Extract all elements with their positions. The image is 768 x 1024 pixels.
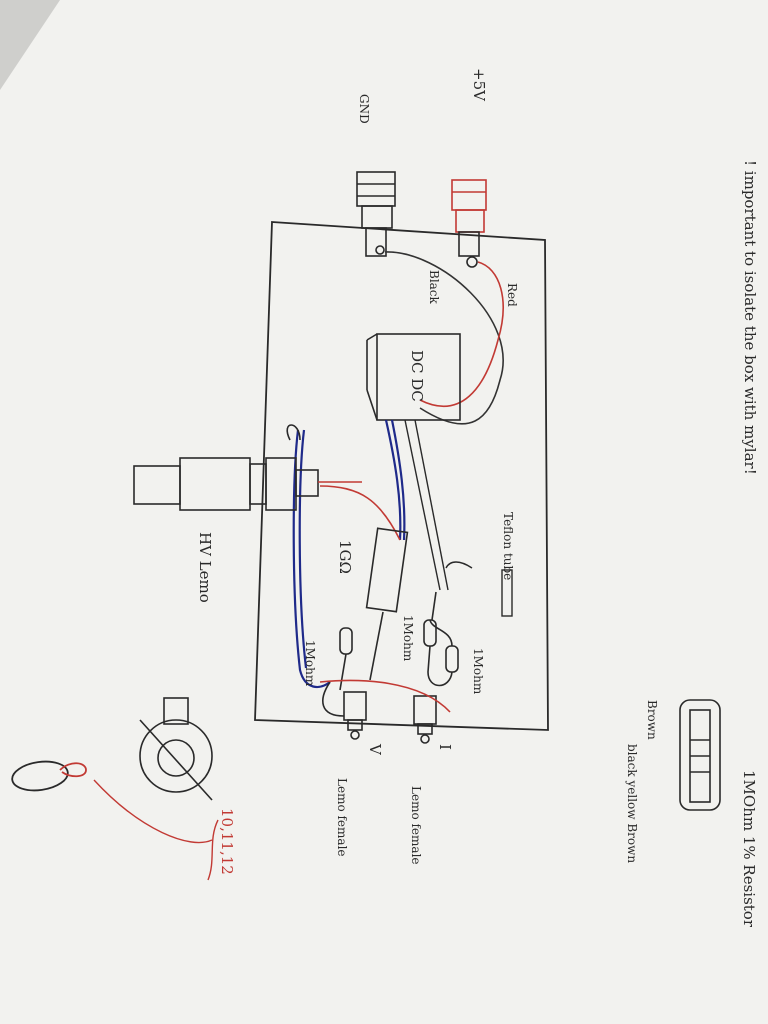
gnd-label: GND	[357, 94, 371, 124]
pin-arrow	[93, 779, 213, 844]
resistor-1mohm-icon	[339, 591, 459, 691]
blue-hv-wire	[292, 419, 406, 689]
band-brown-label: Brown	[645, 700, 659, 740]
hv-lemo-label: HV Lemo	[196, 532, 214, 603]
red-wire	[419, 261, 504, 407]
isolate-note: ! important to isolate the box with myla…	[741, 160, 759, 475]
red-wire-label: Red	[505, 283, 519, 307]
pin-brace	[207, 819, 219, 881]
pins-label: 10,11,12	[218, 808, 236, 875]
paper-shadow	[0, 0, 60, 90]
enclosure-box	[254, 221, 549, 731]
hv-lemo-connector-icon	[133, 424, 362, 511]
r-1mohm-label-c: 1Mohm	[471, 648, 485, 695]
port-v-label: V	[366, 743, 384, 756]
plus5v-label: +5V	[470, 68, 488, 102]
hv-red-lead	[319, 485, 401, 541]
teflon-tube-icon	[404, 419, 513, 617]
lemo-female-v-label: Lemo female	[335, 778, 349, 857]
plus5v-connector-icon	[451, 179, 487, 268]
v-lemo-connector-icon	[322, 681, 367, 740]
r-1gohm-label: 1GΩ	[336, 540, 354, 574]
dcdc-module-icon	[366, 333, 461, 421]
i-lemo-connector-icon	[413, 695, 437, 744]
band-colors-label: black yellow Brown	[625, 744, 639, 863]
loop-icon	[11, 760, 87, 792]
resistor-1gohm-icon	[365, 527, 409, 681]
lemo-female-i-label: Lemo female	[409, 786, 423, 865]
resistor-title: 1MOhm 1% Resistor	[740, 770, 758, 928]
black-wire-label: Black	[427, 270, 441, 305]
teflon-tube-label: Teflon tube	[501, 512, 515, 580]
dcdc-label: DC DC	[408, 350, 426, 402]
port-i-label: I	[436, 744, 454, 750]
gnd-connector-icon	[356, 171, 396, 257]
output-red-wire	[319, 679, 451, 713]
r-1mohm-label-a: 1Mohm	[303, 640, 317, 687]
r-1mohm-label-b: 1Mohm	[401, 615, 415, 662]
resistor-drawing-icon	[679, 699, 721, 811]
black-wire	[384, 251, 504, 425]
lemo-symbol-icon	[139, 697, 213, 801]
